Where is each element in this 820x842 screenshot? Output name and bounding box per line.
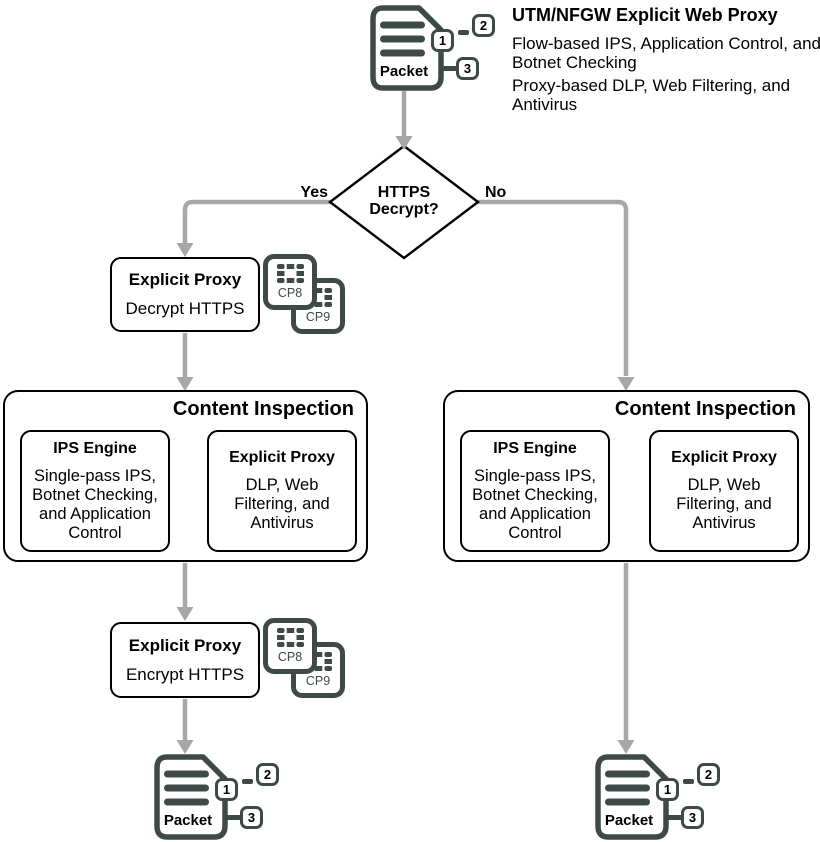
header-text-block: UTM/NFGW Explicit Web Proxy Flow-based I… — [512, 5, 820, 118]
arrowhead-icon — [617, 740, 635, 754]
cp-processors-bottom: CP9 CP8 — [263, 618, 347, 699]
cp8-label: CP8 — [277, 286, 303, 300]
packet-tag-2: 2 — [472, 14, 495, 37]
encrypt-https-box: Explicit Proxy Encrypt HTTPS — [110, 622, 260, 698]
content-inspection-box-right: Content Inspection IPS Engine Single-pas… — [443, 390, 810, 562]
explicit-proxy-title: Explicit Proxy — [671, 449, 777, 466]
connector-yes-branch — [182, 199, 330, 243]
content-inspection-title: Content Inspection — [614, 398, 796, 420]
tag-connector-dash — [458, 30, 469, 35]
content-inspection-title: Content Inspection — [172, 398, 354, 420]
decrypt-box-title: Explicit Proxy — [128, 270, 242, 289]
no-branch-label: No — [485, 184, 507, 201]
packet-tag-3: 3 — [456, 57, 479, 80]
cp-processors-top: CP9 CP8 — [263, 254, 347, 335]
packet-tag-1: 1 — [215, 778, 238, 801]
packet-node-bottom-right: Packet 1 2 3 — [595, 754, 725, 842]
connector-no-branch — [478, 199, 629, 376]
encrypt-box-action: Encrypt HTTPS — [125, 664, 245, 684]
ips-engine-body: Single-pass IPS, Botnet Checking, and Ap… — [32, 466, 158, 542]
packet-label: Packet — [163, 812, 213, 829]
arrowhead-icon — [176, 377, 194, 391]
encrypt-box-title: Explicit Proxy — [128, 635, 242, 655]
tag-connector-line — [224, 815, 242, 820]
packet-node-top: Packet 1 2 3 — [370, 5, 500, 93]
decrypt-https-box: Explicit Proxy Decrypt HTTPS — [110, 257, 260, 332]
explicit-proxy-title: Explicit Proxy — [229, 449, 335, 466]
yes-branch-label: Yes — [300, 184, 328, 201]
packet-label: Packet — [379, 63, 429, 80]
arrowhead-icon — [617, 377, 635, 391]
cp9-label: CP9 — [305, 310, 331, 324]
tag-connector-dash — [242, 779, 253, 784]
explicit-proxy-body: DLP, Web Filtering, and Antivirus — [676, 476, 772, 532]
cp8-label: CP8 — [277, 650, 303, 664]
content-inspection-box-left: Content Inspection IPS Engine Single-pas… — [3, 390, 368, 562]
decrypt-box-action: Decrypt HTTPS — [125, 299, 245, 318]
ips-engine-title: IPS Engine — [493, 439, 577, 457]
packet-tag-2: 2 — [697, 763, 720, 786]
ips-engine-body: Single-pass IPS, Botnet Checking, and Ap… — [472, 466, 598, 542]
packet-tag-1: 1 — [431, 29, 454, 52]
tag-connector-line — [665, 815, 683, 820]
explicit-proxy-box: Explicit Proxy DLP, Web Filtering, and A… — [649, 430, 799, 552]
packet-node-bottom-left: Packet 1 2 3 — [154, 754, 284, 842]
ips-engine-title: IPS Engine — [53, 439, 137, 457]
arrowhead-icon — [176, 607, 194, 621]
packet-tag-2: 2 — [256, 763, 279, 786]
ips-engine-box: IPS Engine Single-pass IPS, Botnet Check… — [460, 430, 610, 552]
packet-label: Packet — [604, 812, 654, 829]
packet-document-icon — [154, 754, 228, 840]
processor-segments-icon — [276, 628, 304, 647]
packet-document-icon — [595, 754, 669, 840]
ips-engine-box: IPS Engine Single-pass IPS, Botnet Check… — [20, 430, 170, 552]
packet-tag-3: 3 — [240, 806, 263, 829]
tag-connector-dash — [683, 779, 694, 784]
decision-question: HTTPS Decrypt? — [369, 184, 439, 218]
decision-diamond — [328, 144, 480, 260]
packet-tag-1: 1 — [656, 778, 679, 801]
explicit-proxy-box: Explicit Proxy DLP, Web Filtering, and A… — [207, 430, 357, 552]
arrowhead-icon — [395, 136, 413, 150]
cp8-chip-icon: CP8 — [263, 254, 317, 310]
header-flow-based-line: Flow-based IPS, Application Control, and… — [512, 34, 820, 72]
cp9-label: CP9 — [305, 674, 331, 688]
arrowhead-icon — [176, 740, 194, 754]
explicit-proxy-body: DLP, Web Filtering, and Antivirus — [234, 476, 330, 532]
processor-segments-icon — [276, 264, 304, 283]
arrowhead-icon — [176, 243, 194, 257]
header-title: UTM/NFGW Explicit Web Proxy — [512, 5, 778, 25]
packet-document-icon — [370, 5, 444, 91]
cp8-chip-icon: CP8 — [263, 618, 317, 674]
tag-connector-line — [440, 66, 458, 71]
packet-tag-3: 3 — [681, 806, 704, 829]
header-proxy-based-line: Proxy-based DLP, Web Filtering, and Anti… — [512, 76, 791, 114]
